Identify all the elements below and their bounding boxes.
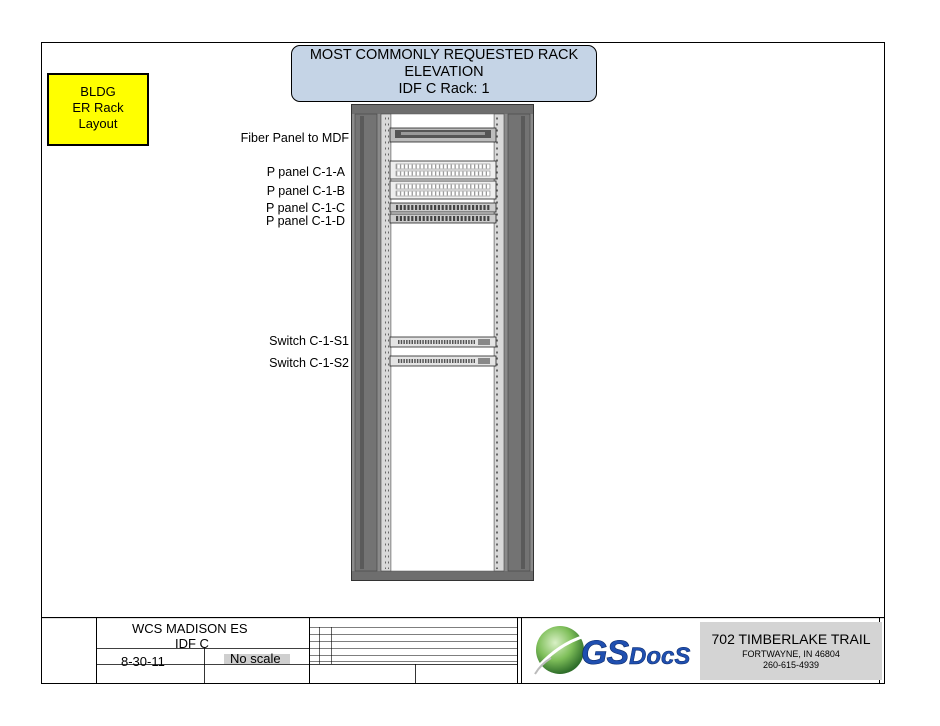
rack-top-cap: [352, 105, 533, 114]
rack-bottom-cap: [352, 571, 533, 580]
drawing-scale: No scale: [230, 651, 281, 666]
rack-left-post: [354, 113, 378, 572]
patch-panel-d: [389, 213, 497, 224]
rack-elevation: [351, 104, 534, 581]
badge-line-1: BLDG: [80, 84, 116, 99]
title-line-2: ELEVATION: [404, 64, 484, 80]
address-street: 702 TIMBERLAKE TRAIL: [711, 631, 871, 647]
title-line-3: IDF C Rack: 1: [398, 81, 490, 97]
label-panel-c: P panel C-1-C: [266, 201, 345, 215]
fiber-panel: [389, 127, 497, 143]
elevation-title: MOST COMMONLY REQUESTED RACK ELEVATION I…: [291, 45, 597, 102]
label-panel-a: P panel C-1-A: [266, 165, 345, 179]
switch-s1: [389, 336, 497, 348]
logo-wordmark: GS: [581, 634, 629, 672]
building-badge: BLDG ER Rack Layout: [47, 73, 149, 146]
company-logo: GS DocS: [534, 626, 691, 675]
label-panel-b: P panel C-1-B: [266, 184, 345, 198]
patch-panel-c: [389, 202, 497, 213]
address-city: FORTWAYNE, IN 46804: [742, 649, 840, 659]
drawing-frame: [41, 42, 885, 684]
company-address: 702 TIMBERLAKE TRAIL FORTWAYNE, IN 46804…: [700, 622, 882, 680]
title-line-1: MOST COMMONLY REQUESTED RACK: [309, 47, 579, 63]
label-switch-s1: Switch C-1-S1: [269, 334, 349, 348]
address-phone: 260-615-4939: [762, 660, 820, 670]
badge-line-3: Layout: [78, 116, 118, 131]
title-block-lines: [41, 617, 885, 684]
patch-panel-a: [389, 160, 497, 180]
patch-panel-b: [389, 180, 497, 200]
school-name: WCS MADISON ES: [132, 621, 248, 636]
idf-label: IDF C: [175, 636, 209, 651]
logo-wordmark-suffix: DocS: [629, 643, 690, 670]
label-panel-d: P panel C-1-D: [266, 214, 345, 228]
label-switch-s2: Switch C-1-S2: [269, 356, 349, 370]
drawing-date: 8-30-11: [121, 654, 165, 669]
globe-icon: [536, 626, 584, 674]
switch-s2: [389, 355, 497, 367]
badge-line-2: ER Rack: [72, 100, 124, 115]
scale-highlight: [224, 654, 290, 664]
rack-right-post: [507, 113, 531, 572]
label-fiber-panel: Fiber Panel to MDF: [240, 131, 349, 145]
